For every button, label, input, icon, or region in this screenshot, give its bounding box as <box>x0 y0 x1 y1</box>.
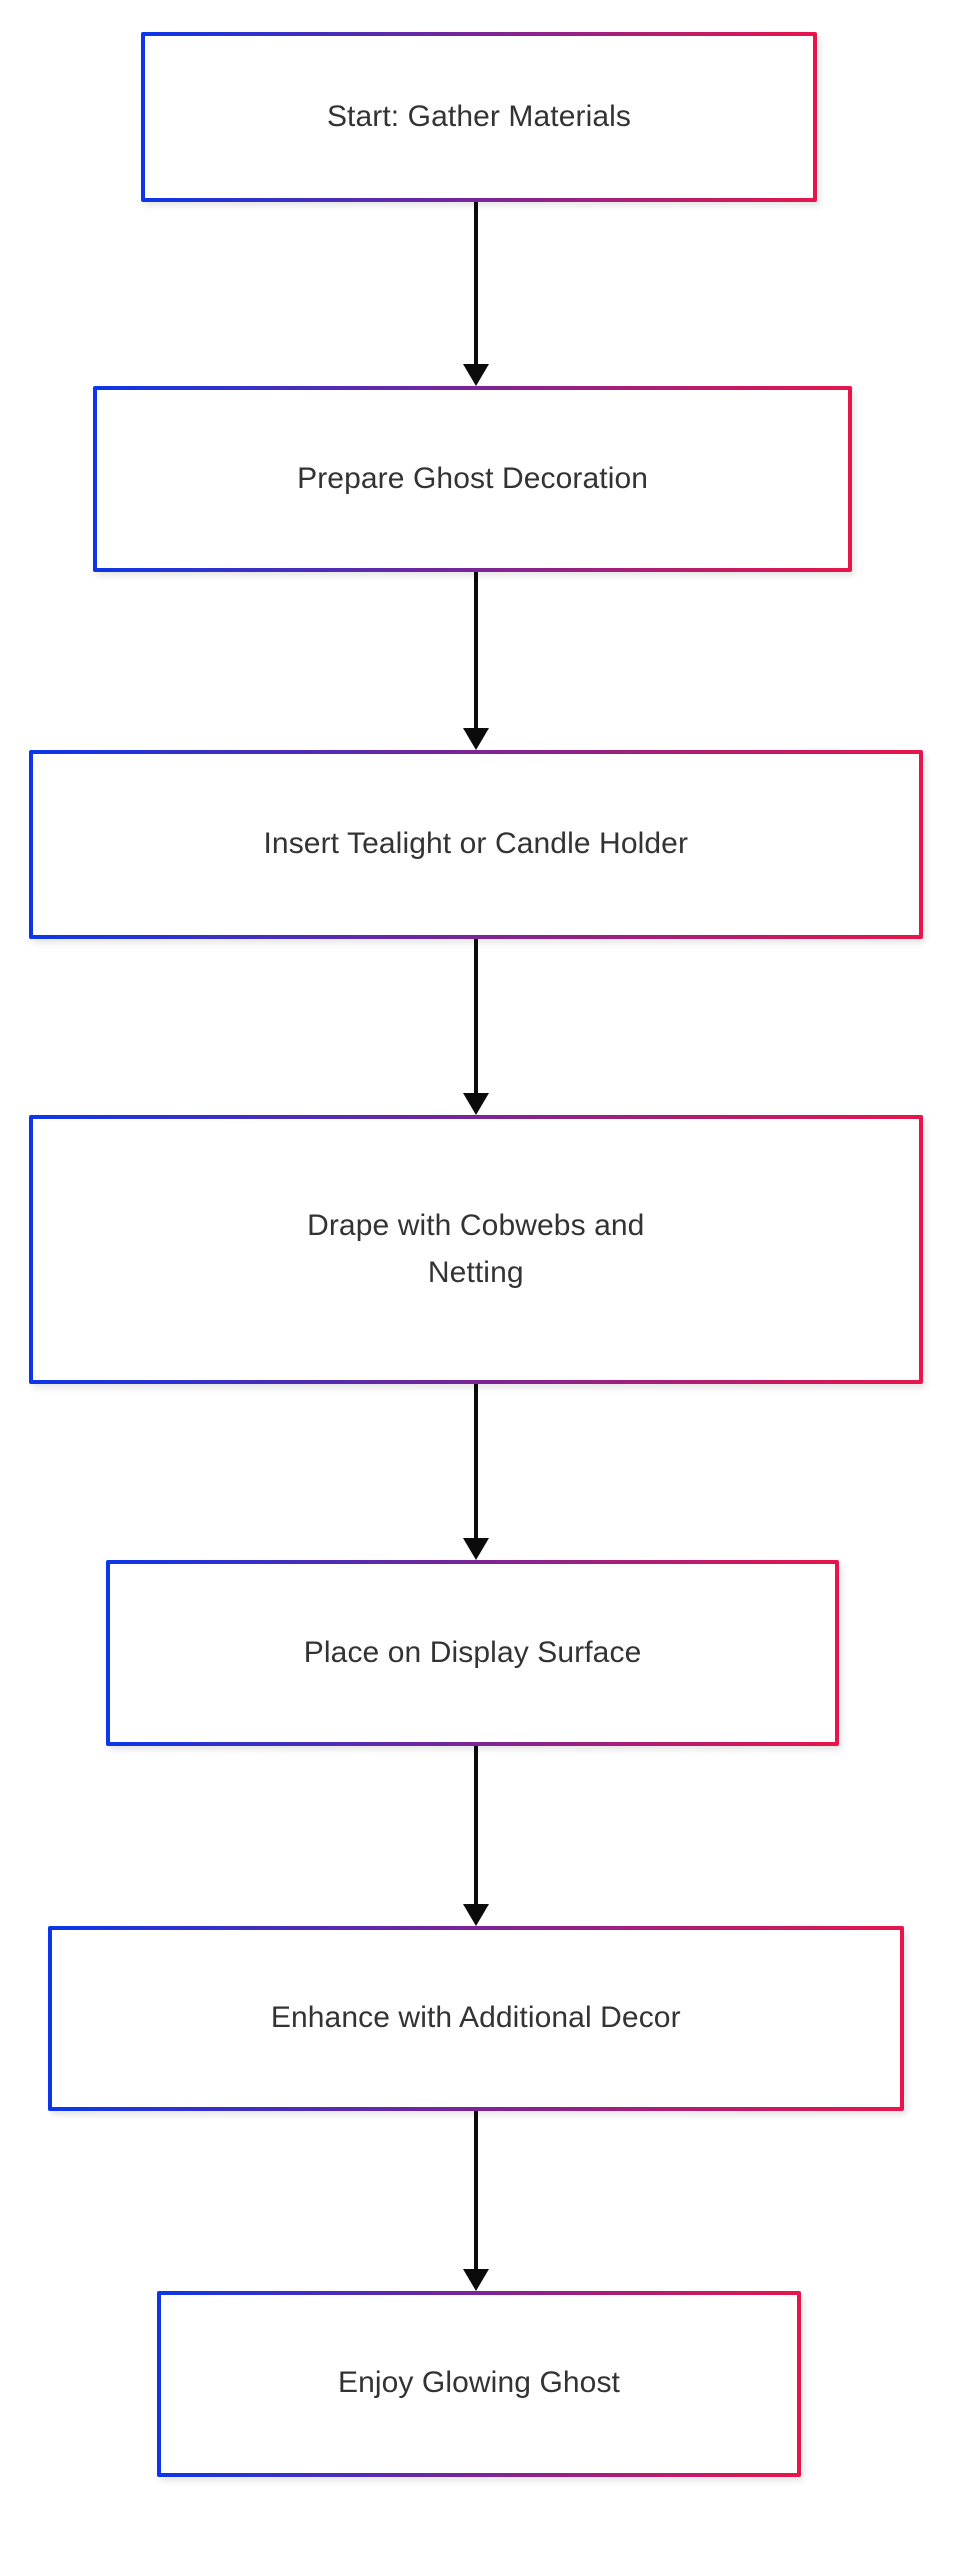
flow-edge-arrowhead-icon <box>463 1538 490 1561</box>
flow-edge-line <box>474 571 479 728</box>
flow-edge <box>463 1384 490 1561</box>
flow-edge-arrowhead-icon <box>463 1903 490 1926</box>
flow-edge-line <box>474 1384 479 1539</box>
flow-edge <box>463 2111 490 2291</box>
flow-edge <box>463 1746 490 1926</box>
flow-node-label: Drape with Cobwebs and Netting <box>307 1209 645 1289</box>
flow-edge-line <box>474 1746 479 1904</box>
flow-edge-arrowhead-icon <box>463 364 490 387</box>
flow-node-label: Prepare Ghost Decoration <box>297 461 649 495</box>
flow-edge-line <box>474 2111 479 2269</box>
flow-node-n2[interactable]: Prepare Ghost Decoration <box>93 386 852 572</box>
flow-edge-line <box>474 938 479 1093</box>
flow-node-label: Start: Gather Materials <box>326 99 632 133</box>
flow-edge-arrowhead-icon <box>463 2268 490 2291</box>
flow-node-label: Enjoy Glowing Ghost <box>337 2366 620 2400</box>
flow-node-label: Place on Display Surface <box>303 1635 642 1669</box>
flow-node-label: Enhance with Additional Decor <box>270 2001 681 2035</box>
flow-edge-arrowhead-icon <box>463 727 490 750</box>
flow-edge <box>463 938 490 1115</box>
flow-edge-line <box>474 201 479 365</box>
flow-node-n7[interactable]: Enjoy Glowing Ghost <box>157 2291 801 2477</box>
flow-edge <box>463 201 490 387</box>
flow-node-n6[interactable]: Enhance with Additional Decor <box>48 1926 903 2112</box>
flow-node-n4[interactable]: Drape with Cobwebs and Netting <box>29 1115 923 1384</box>
flow-node-label: Insert Tealight or Candle Holder <box>263 826 689 860</box>
flow-edge <box>463 571 490 750</box>
flow-edge-arrowhead-icon <box>463 1092 490 1115</box>
flow-node-n1[interactable]: Start: Gather Materials <box>141 32 817 202</box>
flow-node-n5[interactable]: Place on Display Surface <box>106 1560 840 1746</box>
flow-node-n3[interactable]: Insert Tealight or Candle Holder <box>29 750 923 939</box>
